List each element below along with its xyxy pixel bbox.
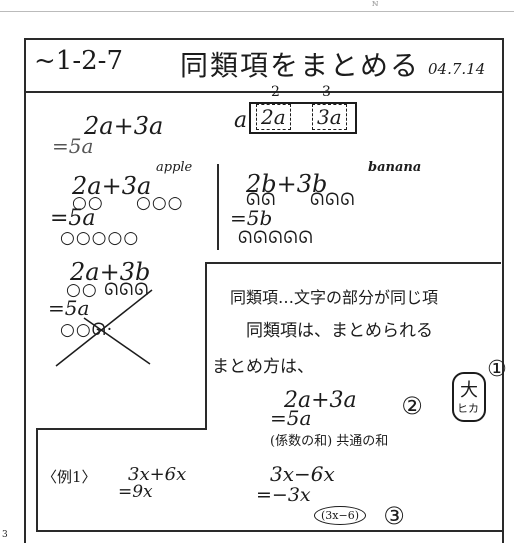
section3-wrong-glyphs: ○○ᘏ· (60, 320, 114, 340)
box-mid (36, 428, 207, 430)
lesson-number: ~1-2-7 (34, 46, 123, 76)
diagram-box-2a: 2a (256, 104, 291, 130)
example-right-top: 3x−6x (270, 462, 335, 486)
section3-expression: 2a+3b (70, 258, 151, 286)
section2-left-annotation: apple (156, 160, 193, 175)
section2-right-expression: 2b+3b (246, 170, 328, 198)
formula-note: (係数の和) 共通の和 (270, 434, 389, 449)
apple-group-2: ○○ (72, 193, 104, 213)
definition-line-2: 同類項は、まとめられる (246, 321, 433, 341)
section3-mix: ○○ ᘏᘏᘏ (66, 280, 150, 300)
apple-group-5: ○○○○○ (60, 228, 140, 248)
box-left-upper (205, 262, 207, 428)
banana-group-5: ᘏᘏᘏᘏᘏ (238, 228, 314, 248)
section2-left-expression: 2a+3a (72, 172, 152, 200)
formula-top: 2a+3a (284, 388, 357, 413)
header-underline (26, 91, 504, 93)
frame-left (24, 38, 26, 543)
section1-result: =5a (52, 134, 94, 158)
diagram-label-2: 2 (271, 84, 280, 100)
apple-group-3: ○○○ (136, 193, 184, 213)
cross-out-mark (55, 289, 153, 367)
date: 04.7.14 (428, 60, 486, 78)
banana-group-2: ᘏᘏ (246, 190, 277, 210)
frame-right (502, 38, 504, 543)
banana-group-3: ᘏᘏᘏ (310, 190, 356, 210)
diagram-box (249, 102, 357, 134)
tag-top: 大 (460, 380, 478, 401)
diagram-label-3: 3 (322, 84, 331, 100)
diagram-prefix: a (234, 108, 248, 133)
section2-right-result: =5b (230, 206, 273, 230)
tag-bottom: ヒカ (457, 402, 479, 415)
page-left-marker: 3 (2, 530, 8, 540)
page-title: 同類項をまとめる (180, 49, 421, 82)
tag-box (452, 372, 486, 422)
frame-top (26, 38, 504, 40)
circle-marker-2: ② (401, 392, 423, 420)
box-left-lower (36, 428, 38, 532)
top-tiny-label: ℕ (372, 0, 379, 8)
section1-expression: 2a+3a (84, 112, 164, 140)
section2-divider (217, 164, 219, 250)
example-left-top: 3x+6x (128, 464, 187, 485)
circle-marker-1: ① (487, 356, 507, 382)
diagram-box-3a: 3a (312, 104, 347, 130)
example-label: 〈例1〉 (42, 468, 97, 486)
example-left-bottom: =9x (118, 482, 153, 502)
definition-line-1: 同類項…文字の部分が同じ項 (230, 288, 439, 307)
formula-bottom: =5a (270, 406, 312, 430)
circle-marker-3: ③ (383, 502, 405, 530)
section2-left-result: =5a (50, 206, 96, 231)
box-bottom (36, 530, 502, 532)
top-rule (0, 11, 514, 12)
example-right-bottom: =−3x (256, 484, 311, 506)
section2-right-annotation: banana (368, 160, 422, 175)
example-right-note: (3x−6) (314, 506, 367, 525)
definition-line-3: まとめ方は、 (212, 357, 314, 377)
section3-wrong-result: =5a (48, 296, 90, 320)
box-top (205, 262, 501, 264)
